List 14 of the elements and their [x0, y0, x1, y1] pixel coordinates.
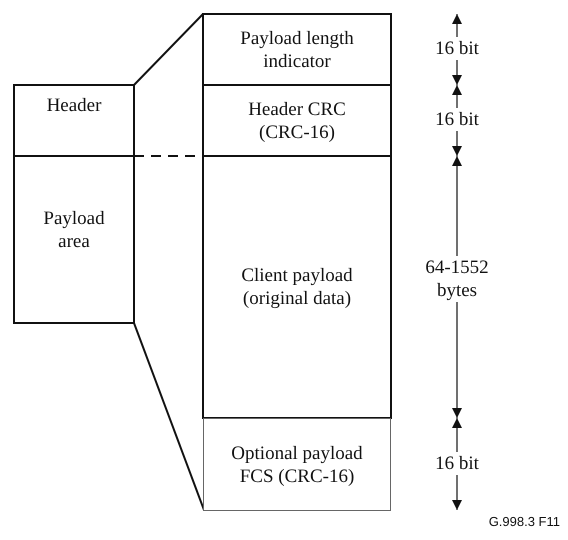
- frame-field: [13, 84, 135, 157]
- field-label: Payload length indicator: [239, 26, 355, 72]
- frame-field: [203, 418, 391, 511]
- field-label: Header CRC (CRC-16): [247, 98, 347, 144]
- frame-field: [202, 84, 392, 157]
- frame-field: [202, 155, 392, 419]
- field-label: Header: [46, 94, 102, 117]
- frame-field: [13, 155, 135, 324]
- field-label: Client payload (original data): [240, 264, 354, 310]
- field-label: Optional payload FCS (CRC-16): [230, 442, 364, 488]
- frame-field: [202, 13, 392, 86]
- expansion-line: [133, 13, 204, 86]
- expansion-line: [133, 322, 205, 510]
- field-label: Payload area: [42, 207, 106, 253]
